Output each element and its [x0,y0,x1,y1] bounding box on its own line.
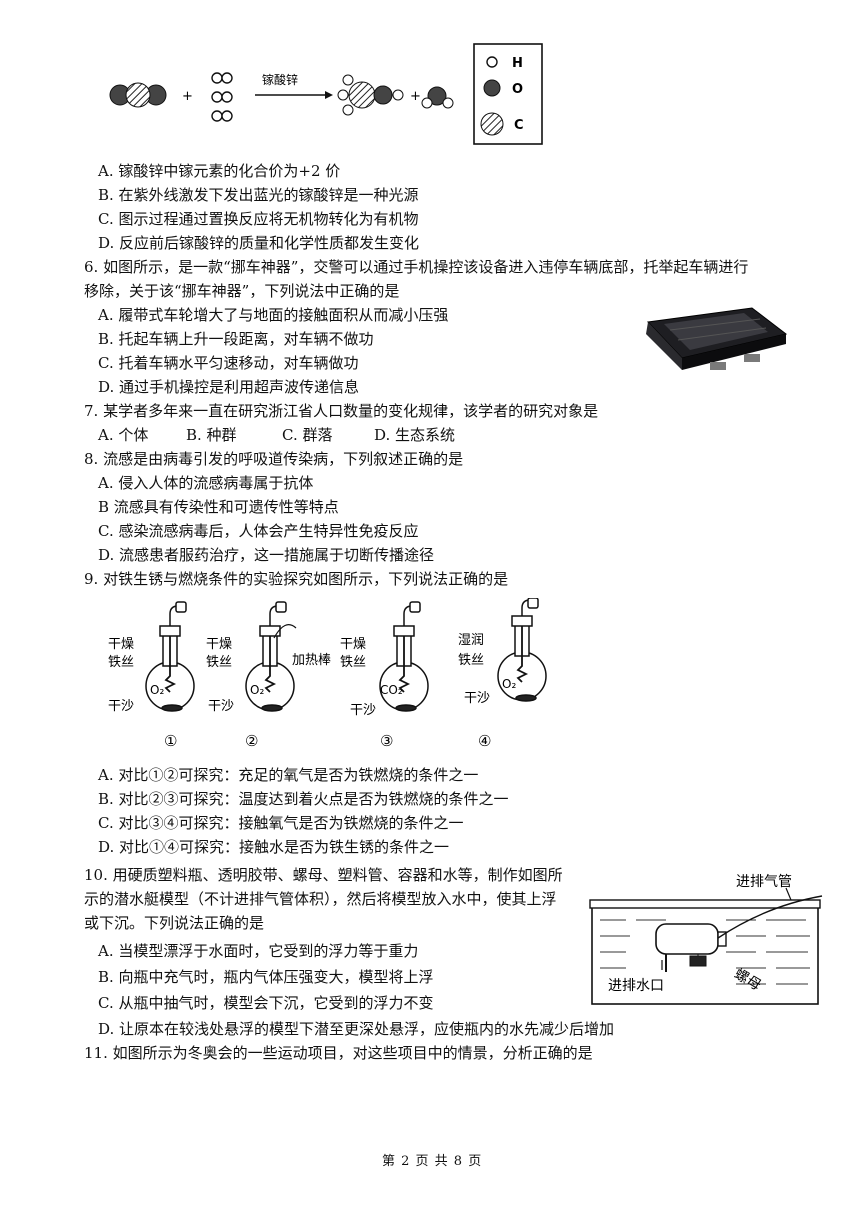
flask-3 [379,601,429,712]
car-mover-device-image [646,307,788,370]
flask-1-gas-label: O₂ [150,683,164,697]
reaction-arrow-icon [255,91,333,99]
atom-legend: H O C [473,43,543,145]
q8-option-c: C. 感染流感病毒后，人体会产生特异性免疫反应 [98,522,419,540]
flask-2-gas-label: O₂ [250,683,264,697]
co2-molecule-icon [109,82,167,108]
q6-option-b: B. 托起车辆上升一段距离，对车辆不做功 [98,330,374,348]
flask-4-top-label: 湿润 [458,633,484,648]
reaction-diagram: + 镓酸锌 + H O C [109,43,543,145]
q9-option-b: B. 对比②③可探究：温度达到着火点是否为铁燃烧的条件之一 [98,790,509,808]
flask-4-number: ④ [478,732,491,750]
plus-sign-1: + [182,89,193,104]
q8-option-d: D. 流感患者服药治疗，这一措施属于切断传播途径 [98,546,435,564]
legend-h: H [512,56,523,71]
flask-2-wire-label: 铁丝 [206,655,232,670]
q10-stem-line1: 10. 用硬质塑料瓶、透明胶带、螺母、塑料管、容器和水等，制作如图所 [84,866,563,884]
q10-option-d: D. 让原本在较浅处悬浮的模型下潜至更深处悬浮，应使瓶内的水先减少后增加 [98,1020,615,1038]
flask-2-number: ② [245,732,258,750]
q8-option-a: A. 侵入人体的流感病毒属于抗体 [98,474,314,492]
q9-stem: 9. 对铁生锈与燃烧条件的实验探究如图所示，下列说法正确的是 [84,570,509,588]
legend-c: C [514,118,524,133]
q9-option-c: C. 对比③④可探究：接触氧气是否为铁燃烧的条件之一 [98,814,464,832]
submarine-model-figure: 进排气管 进排水口 螺母 [589,874,823,1005]
q7-option-a: A. 个体 [98,426,149,444]
q6-option-a: A. 履带式车轮增大了与地面的接触面积从而减小压强 [98,306,449,324]
q5-option-b: B. 在紫外线激发下发出蓝光的镓酸锌是一种光源 [98,186,419,204]
flask-1-sand-label: 干沙 [108,699,134,714]
q8-option-b: B 流感具有传染性和可遗传性等特点 [98,498,339,516]
page-footer: 第 2 页 共 8 页 [382,1154,483,1169]
flask-4-wire-label: 铁丝 [458,653,484,668]
flask-4-gas-label: O₂ [502,677,516,691]
h2-molecules-icon [211,72,233,122]
flask-3-number: ③ [380,732,393,750]
flask-1-top-label: 干燥 [108,637,134,652]
q5-option-d: D. 反应前后镓酸锌的质量和化学性质都发生变化 [98,234,420,252]
q7-option-c: C. 群落 [282,426,333,444]
catalyst-label: 镓酸锌 [262,72,298,87]
flask-2-top-label: 干燥 [206,637,232,652]
flask-3-top-label: 干燥 [340,637,366,652]
q6-stem-line1: 6. 如图所示，是一款“挪车神器”，交警可以通过手机操控该设备进入违停车辆底部，… [84,258,749,276]
q10-stem-line2: 示的潜水艇模型（不计进排气管体积），然后将模型放入水中，使其上浮 [84,890,557,908]
q5-option-c: C. 图示过程通过置换反应将无机物转化为有机物 [98,210,419,228]
q5-option-a: A. 镓酸锌中镓元素的化合价为+2 价 [98,162,341,180]
q7-stem: 7. 某学者多年来一直在研究浙江省人口数量的变化规律，该学者的研究对象是 [84,402,599,420]
q9-flask-experiment-figure: 干燥 铁丝 O₂ 干沙 ① 干燥 铁丝 加热棒 O₂ 干沙 ② 干燥 铁丝 CO… [108,598,547,750]
water-lines [600,919,810,985]
q11-stem: 11. 如图所示为冬奥会的一些运动项目，对这些项目中的情景，分析正确的是 [84,1044,593,1062]
flask-3-wire-label: 铁丝 [340,655,366,670]
q7-option-b: B. 种群 [186,426,237,444]
methanol-molecule-icon [337,74,404,116]
q10-option-c: C. 从瓶中抽气时，模型会下沉，它受到的浮力不变 [98,994,434,1012]
flask-4 [497,598,547,702]
q10-option-b: B. 向瓶中充气时，瓶内气体压强变大，模型将上浮 [98,968,434,986]
flask-2-sand-label: 干沙 [208,699,234,714]
inlet-label: 进排水口 [608,978,664,994]
flask-1 [145,601,195,712]
q9-option-a: A. 对比①②可探究：充足的氧气是否为铁燃烧的条件之一 [98,766,479,784]
flask-3-sand-label: 干沙 [350,703,376,718]
q8-stem: 8. 流感是由病毒引发的呼吸道传染病，下列叙述正确的是 [84,450,464,468]
flask-2 [245,601,297,712]
q10-option-a: A. 当模型漂浮于水面时，它受到的浮力等于重力 [98,942,419,960]
legend-o: O [512,82,523,97]
q6-option-d: D. 通过手机操控是利用超声波传递信息 [98,378,360,396]
pipe-label: 进排气管 [736,874,792,890]
flask-1-number: ① [164,732,177,750]
water-molecule-icon [421,86,454,109]
flask-2-rod-label: 加热棒 [292,653,331,668]
flask-4-sand-label: 干沙 [464,691,490,706]
q6-stem-line2: 移除，关于该“挪车神器”，下列说法中正确的是 [84,282,400,300]
plus-sign-2: + [410,89,421,104]
q10-stem-line3: 或下沉。下列说法正确的是 [84,914,265,932]
q7-option-d: D. 生态系统 [374,426,456,444]
flask-1-wire-label: 铁丝 [108,655,134,670]
flask-3-gas-label: CO₂ [380,683,403,697]
q9-option-d: D. 对比①④可探究：接触水是否为铁生锈的条件之一 [98,838,450,856]
q6-option-c: C. 托着车辆水平匀速移动，对车辆做功 [98,354,359,372]
